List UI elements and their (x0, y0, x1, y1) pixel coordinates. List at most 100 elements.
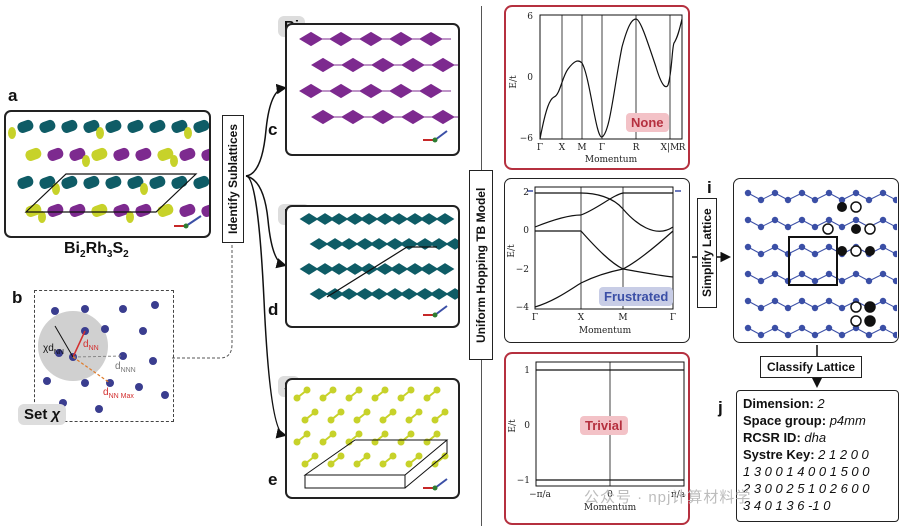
s-atom (355, 386, 363, 394)
lattice-node (879, 297, 887, 305)
sulfur-atom (126, 211, 134, 223)
d-nn-label: dNN (83, 339, 99, 352)
simplified-lattice-net (744, 189, 898, 339)
lattice-node (825, 297, 833, 305)
s-atom (355, 430, 363, 438)
lattice-node (771, 189, 779, 197)
atom-pillar (17, 175, 34, 189)
h-ytick-1: 1 (524, 366, 530, 376)
band-structure-h-panel: 1 0 −1 E/t −π/a 0 π/a Momentum Trivial (504, 352, 690, 525)
lattice-node (879, 216, 887, 224)
atom-pillar (25, 147, 42, 161)
atom-pillar (113, 147, 130, 161)
atom-pillar (201, 203, 209, 217)
panel-letter-j: j (718, 398, 723, 417)
watermark: 公众号 · npj计算材料学 (584, 489, 752, 506)
atom-pillar (127, 119, 144, 133)
atom-pillar (61, 119, 78, 133)
rh-atom-cluster (389, 263, 425, 275)
branch-arrows (245, 83, 287, 439)
s-atom (301, 460, 309, 468)
atom-pillar (149, 119, 166, 133)
f-xtick: R (679, 143, 686, 153)
dashed-connector (172, 244, 233, 359)
badge-trivial: Trivial (580, 416, 628, 435)
systre-line-3: 2 3 0 0 2 5 1 0 2 6 0 0 (743, 481, 870, 496)
f-ytick-mid: 0 (527, 73, 533, 83)
s-atom (405, 416, 413, 424)
systre-line-2: 1 3 0 0 1 4 0 0 1 5 0 0 (743, 464, 870, 479)
rh-atom-cluster (299, 263, 335, 275)
simplified-lattice-panel (733, 178, 899, 343)
sulfur-atom (170, 155, 178, 167)
lattice-node (825, 270, 833, 278)
atom-pillar (179, 147, 196, 161)
rh-atom-cluster (329, 263, 365, 275)
g-ylabel: E/t (507, 244, 517, 258)
lattice-site (119, 305, 127, 313)
highlight-node-filled (851, 224, 861, 234)
atom-pillar (69, 147, 86, 161)
lattice-node (757, 331, 765, 339)
lattice-node (825, 216, 833, 224)
g-ytick-m2: −2 (516, 265, 529, 275)
lattice-node (811, 304, 819, 312)
g-ytick-2: 2 (523, 188, 529, 198)
lattice-node (784, 196, 792, 204)
highlight-node-filled (865, 246, 875, 256)
badge-none: None (626, 113, 669, 132)
s-atom (415, 452, 423, 460)
distance-threshold-panel: χdNN dNN dNNN dNN Max (34, 290, 174, 422)
atom-pillar (193, 119, 209, 133)
chi-d-nn-label: χdNN (43, 343, 64, 356)
s-atom (433, 386, 441, 394)
lattice-node (811, 277, 819, 285)
rh-atom-cluster (419, 263, 455, 275)
h-xtick-right: π/a (671, 490, 686, 500)
lattice-node (825, 243, 833, 251)
axis-triad-icon (174, 215, 202, 229)
rh-sublattice-panel (285, 205, 460, 328)
lattice-node (744, 324, 752, 332)
s-atom (441, 408, 449, 416)
systre-row: Systre Key: 2 1 2 0 0 (743, 447, 869, 462)
axis-triad-icon (423, 130, 448, 143)
lattice-node (838, 223, 846, 231)
s-atom (353, 416, 361, 424)
h-ytick-0: 0 (524, 421, 530, 431)
lattice-site (51, 307, 59, 315)
s-atom (353, 460, 361, 468)
rh-atom-cluster (399, 288, 435, 300)
atom-pillar (179, 203, 196, 217)
s-atom (293, 394, 301, 402)
lattice-node (757, 196, 765, 204)
dimension-row: Dimension: 2 (743, 396, 825, 411)
lattice-node (892, 331, 898, 339)
lattice-site (95, 405, 103, 413)
s-atom (407, 430, 415, 438)
h-ytick-m1: −1 (517, 476, 530, 486)
atom-pillar (157, 203, 174, 217)
f-ytick-top: 6 (527, 12, 533, 22)
atom-pillar (91, 147, 108, 161)
lattice-node (852, 270, 860, 278)
s-atom (301, 416, 309, 424)
s-atom (431, 460, 439, 468)
rh-atom-cluster (369, 288, 405, 300)
lattice-node (757, 223, 765, 231)
highlight-node-open (850, 245, 862, 257)
lattice-node (798, 297, 806, 305)
simplify-lattice-label: Simplify Lattice (697, 198, 717, 308)
axis-triad-icon (423, 478, 448, 491)
lattice-node (825, 189, 833, 197)
rh-atom-cluster (429, 238, 458, 250)
atom-pillar (149, 175, 166, 189)
s-atom (415, 408, 423, 416)
sulfur-atom (8, 127, 16, 139)
s-atom (319, 394, 327, 402)
lattice-node (757, 250, 765, 258)
